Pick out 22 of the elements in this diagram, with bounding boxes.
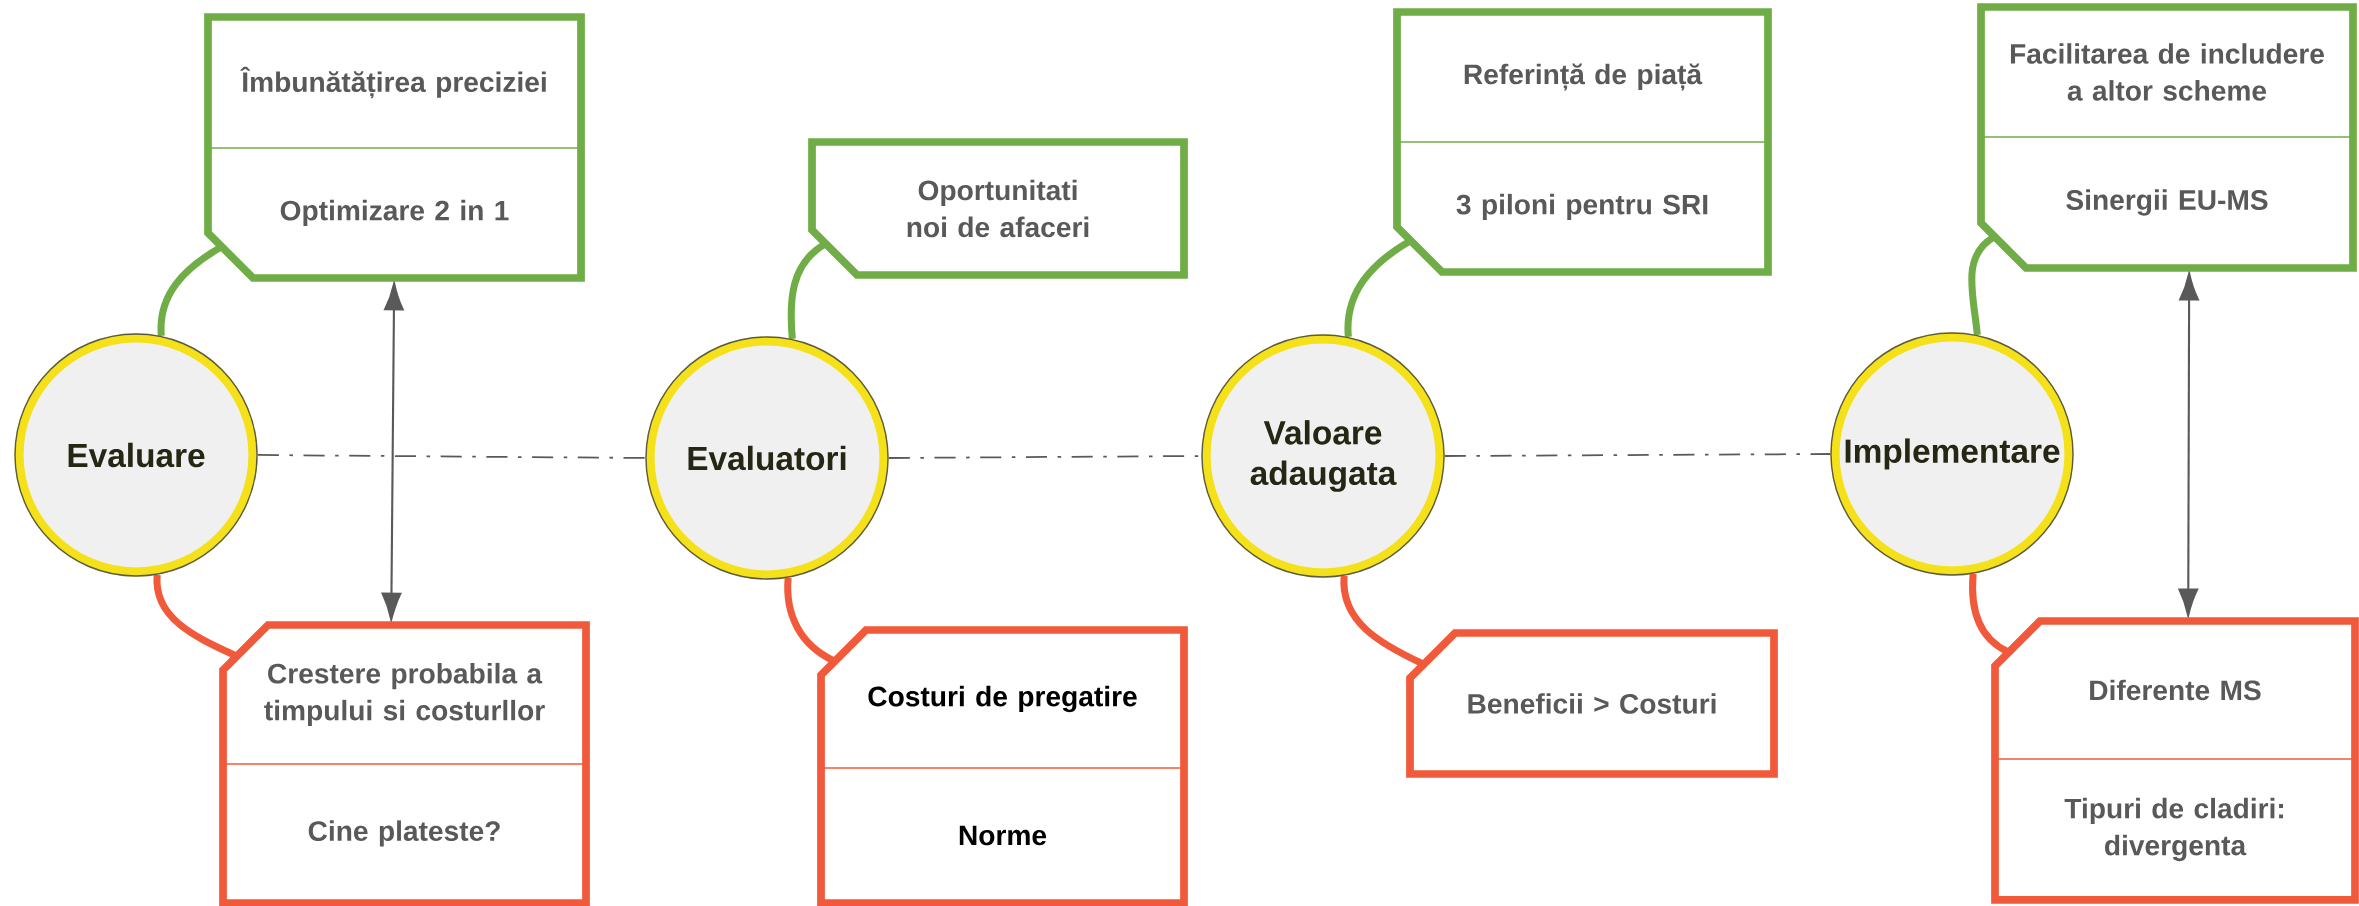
connector-curve [1340, 575, 1425, 667]
circle-node: Valoare adaugata [1201, 334, 1445, 578]
note-box: Diferente MS Tipuri de cladiri: divergenta [1991, 617, 2359, 904]
connector-curve [784, 577, 836, 664]
note-box: Referință de piață 3 piloni pentru SRI [1393, 8, 1772, 276]
circle-node: Implementare [1830, 332, 2074, 576]
circle-node: Evaluatori [645, 336, 889, 580]
note-box: Beneficii > Costuri [1406, 629, 1778, 778]
connector-curve [153, 574, 238, 659]
note-box: Facilitarea de includere a altor scheme Sinergii EU-MS [1977, 3, 2357, 272]
circle-node: Evaluare [14, 333, 258, 577]
note-box: Oportunitati noi de afaceri [808, 138, 1188, 279]
dash-dot-line [1443, 453, 1832, 457]
note-box: Îmbunătățirea preciziei Optimizare 2 in 1 [204, 13, 585, 282]
connector-curve [787, 241, 827, 340]
double-arrow [381, 282, 404, 621]
note-box: Costuri de pregatire Norme [817, 626, 1188, 906]
connector-curve [1969, 573, 2010, 655]
connector-curve [1968, 234, 1996, 336]
dash-dot-line [256, 454, 647, 459]
double-arrow [2178, 272, 2199, 617]
note-box: Crestere probabila a timpului si costurllor Cine plateste? [219, 621, 590, 906]
